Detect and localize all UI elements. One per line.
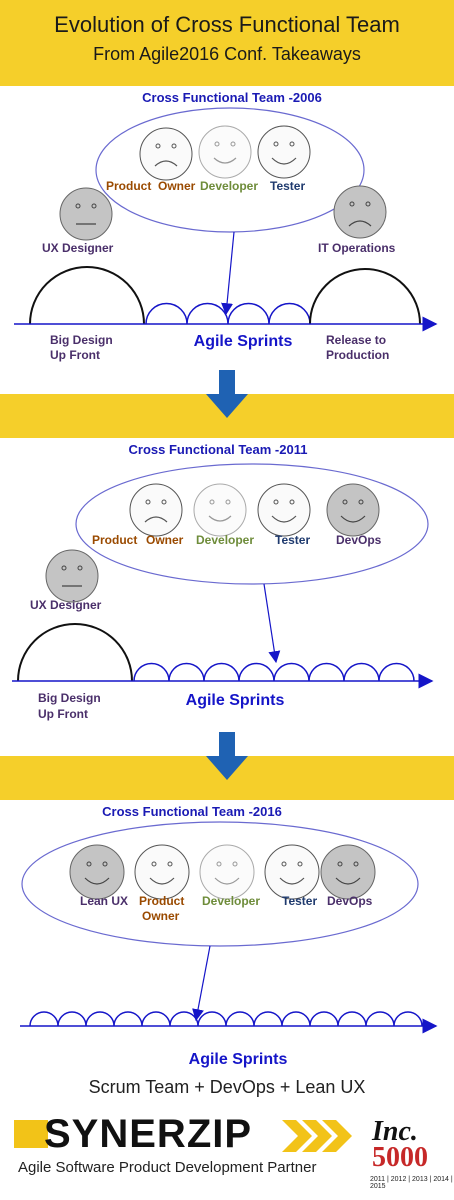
axis-label-big-design: Big Design (50, 333, 113, 347)
side-label-ux-designer: UX Designer (30, 598, 102, 612)
side-label-it-operations: IT Operations (318, 241, 396, 255)
inc-5000-number: 5000 (372, 1142, 428, 1173)
team-label-product: Product (92, 533, 137, 547)
sprint-arcs (145, 302, 311, 325)
face-developer-icon (198, 125, 252, 179)
team-label-tester: Tester (270, 179, 305, 193)
inc-years: 2011 | 2012 | 2013 | 2014 | 2015 (370, 1176, 453, 1190)
team-label-lean-ux: Lean UX (80, 894, 128, 908)
face-tester-icon (257, 483, 311, 537)
page-title: Evolution of Cross Functional Team (54, 12, 400, 37)
release-arc (309, 268, 421, 325)
face-devops-icon (320, 844, 376, 900)
footer-tagline: Scrum Team + DevOps + Lean UX (88, 1077, 366, 1097)
team-label-product: Product (139, 894, 184, 908)
axis-label-agile-sprints: Agile Sprints (186, 692, 285, 709)
face-ux-designer-icon (45, 549, 99, 603)
face-developer-icon (199, 844, 255, 900)
synerzip-tagline: Agile Software Product Development Partn… (18, 1159, 317, 1176)
team-ellipse (75, 463, 429, 585)
face-product-owner-icon (129, 483, 183, 537)
connector-line (263, 583, 281, 664)
panel-title: Cross Functional Team -2016 (102, 804, 282, 819)
axis-label-release-to: Release to (326, 333, 386, 347)
synerzip-logo-word: SYNERZIP (44, 1112, 253, 1156)
axis-label-up-front: Up Front (38, 707, 88, 721)
face-product-owner-icon (134, 844, 190, 900)
synerzip-logo-mark (14, 1120, 48, 1148)
connector-line (192, 945, 211, 1022)
team-label-devops: DevOps (327, 894, 373, 908)
big-design-arc (17, 623, 133, 682)
face-lean-ux-icon (69, 844, 125, 900)
logo-bar (0, 1112, 454, 1200)
big-design-arc (29, 266, 145, 325)
panel-title: Cross Functional Team -2006 (142, 90, 322, 105)
team-label-owner: Owner (142, 909, 180, 923)
panel-title: Cross Functional Team -2011 (129, 442, 308, 457)
face-tester-icon (264, 844, 320, 900)
team-label-tester: Tester (282, 894, 317, 908)
team-label-developer: Developer (200, 179, 258, 193)
inc-logo-word: Inc. (372, 1116, 418, 1147)
face-it-operations-icon (333, 185, 387, 239)
panel-2016: Cross Functional Team -2016 Lean UX Prod… (20, 804, 438, 1068)
team-label-developer: Developer (196, 533, 254, 547)
sprint-arcs (133, 662, 415, 682)
down-arrow-icon-1 (206, 370, 248, 418)
face-ux-designer-icon (59, 187, 113, 241)
face-tester-icon (257, 125, 311, 179)
axis-label-agile-sprints: Agile Sprints (194, 333, 293, 350)
axis-label-production: Production (326, 348, 389, 362)
down-arrow-icon-2 (206, 732, 248, 780)
team-label-owner: Owner (146, 533, 184, 547)
face-devops-icon (326, 483, 380, 537)
axis-label-big-design: Big Design (38, 691, 101, 705)
sprint-arcs (29, 1011, 423, 1027)
team-label-developer: Developer (202, 894, 260, 908)
face-developer-icon (193, 483, 247, 537)
connector-line (221, 231, 235, 316)
page-subtitle: From Agile2016 Conf. Takeaways (93, 44, 361, 64)
chevrons-icon (282, 1120, 352, 1152)
team-ellipse (21, 821, 419, 947)
team-ellipse (95, 107, 365, 233)
team-label-product: Product (106, 179, 151, 193)
team-label-tester: Tester (275, 533, 310, 547)
header-band (0, 0, 454, 86)
axis-label-agile-sprints: Agile Sprints (189, 1051, 288, 1068)
axis-label-up-front: Up Front (50, 348, 100, 362)
face-product-owner-icon (139, 127, 193, 181)
panel-2011: Cross Functional Team -2011 Product Owne… (12, 442, 434, 721)
team-label-devops: DevOps (336, 533, 382, 547)
team-label-owner: Owner (158, 179, 196, 193)
panel-2006: Cross Functional Team -2006 Product Owne… (14, 90, 438, 362)
side-label-ux-designer: UX Designer (42, 241, 114, 255)
